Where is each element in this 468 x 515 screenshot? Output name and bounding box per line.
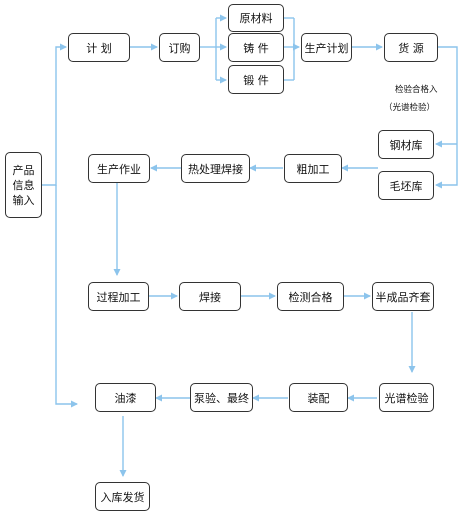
rough-machining-node: 粗加工 xyxy=(284,154,342,183)
product-info-line-1: 产品 xyxy=(12,163,35,177)
painting-label: 油漆 xyxy=(114,391,137,405)
casting-label: 铸 件 xyxy=(243,41,269,55)
product-info-input-node: 产品 信息 输入 xyxy=(5,152,42,218)
inspect-in-note: 检验合格入 xyxy=(395,85,438,95)
steel-store-label: 钢材库 xyxy=(389,138,423,152)
painting-node: 油漆 xyxy=(95,383,156,412)
raw-material-node: 原材料 xyxy=(228,4,284,32)
assembly-node: 装配 xyxy=(289,383,348,412)
production-plan-node: 生产计划 xyxy=(301,33,352,62)
welding-node: 焊接 xyxy=(179,282,241,311)
arrow-info-to-painting xyxy=(55,185,78,408)
inspection-pass-node: 检测合格 xyxy=(277,282,344,311)
pump-final-test-node: 泵验、最终 xyxy=(190,383,253,412)
product-info-line-2: 信息 xyxy=(12,178,35,192)
heat-treat-weld-node: 热处理焊接 xyxy=(181,154,250,183)
order-node: 订购 xyxy=(159,33,200,62)
product-info-line-3: 输入 xyxy=(12,193,35,207)
blank-store-label: 毛坯库 xyxy=(389,179,423,193)
production-plan-label: 生产计划 xyxy=(304,41,349,55)
warehouse-ship-node: 入库发货 xyxy=(95,482,150,511)
steel-store-node: 钢材库 xyxy=(378,130,434,159)
goods-source-node: 货 源 xyxy=(384,33,438,62)
forging-label: 锻 件 xyxy=(243,73,269,87)
welding-label: 焊接 xyxy=(199,290,221,304)
heat-treat-weld-label: 热处理焊接 xyxy=(188,162,243,176)
order-label: 订购 xyxy=(168,41,191,55)
warehouse-ship-label: 入库发货 xyxy=(100,490,145,504)
casting-node: 铸 件 xyxy=(228,33,284,62)
semi-finished-node: 半成品齐套 xyxy=(372,282,434,311)
blank-store-node: 毛坯库 xyxy=(378,171,434,200)
spectral-check-label: 光谱检验 xyxy=(384,391,429,405)
raw-material-label: 原材料 xyxy=(239,12,273,25)
plan-label: 计 划 xyxy=(86,41,112,55)
arrow-source-down xyxy=(435,46,458,189)
production-work-label: 生产作业 xyxy=(97,162,141,176)
rough-machining-label: 粗加工 xyxy=(296,162,330,176)
production-work-node: 生产作业 xyxy=(88,154,150,183)
arrow-info-to-plan xyxy=(42,43,67,186)
spectral-check-node: 光谱检验 xyxy=(379,383,434,412)
inspection-pass-label: 检测合格 xyxy=(288,290,333,304)
process-machining-node: 过程加工 xyxy=(88,282,149,311)
goods-source-label: 货 源 xyxy=(398,41,424,55)
spectral-note: （光谱检验） xyxy=(384,103,436,113)
process-machining-label: 过程加工 xyxy=(96,290,141,304)
assembly-label: 装配 xyxy=(307,391,330,405)
pump-final-test-label: 泵验、最终 xyxy=(194,391,249,405)
forging-node: 锻 件 xyxy=(228,65,284,94)
semi-finished-label: 半成品齐套 xyxy=(375,290,431,304)
plan-node: 计 划 xyxy=(68,33,130,62)
